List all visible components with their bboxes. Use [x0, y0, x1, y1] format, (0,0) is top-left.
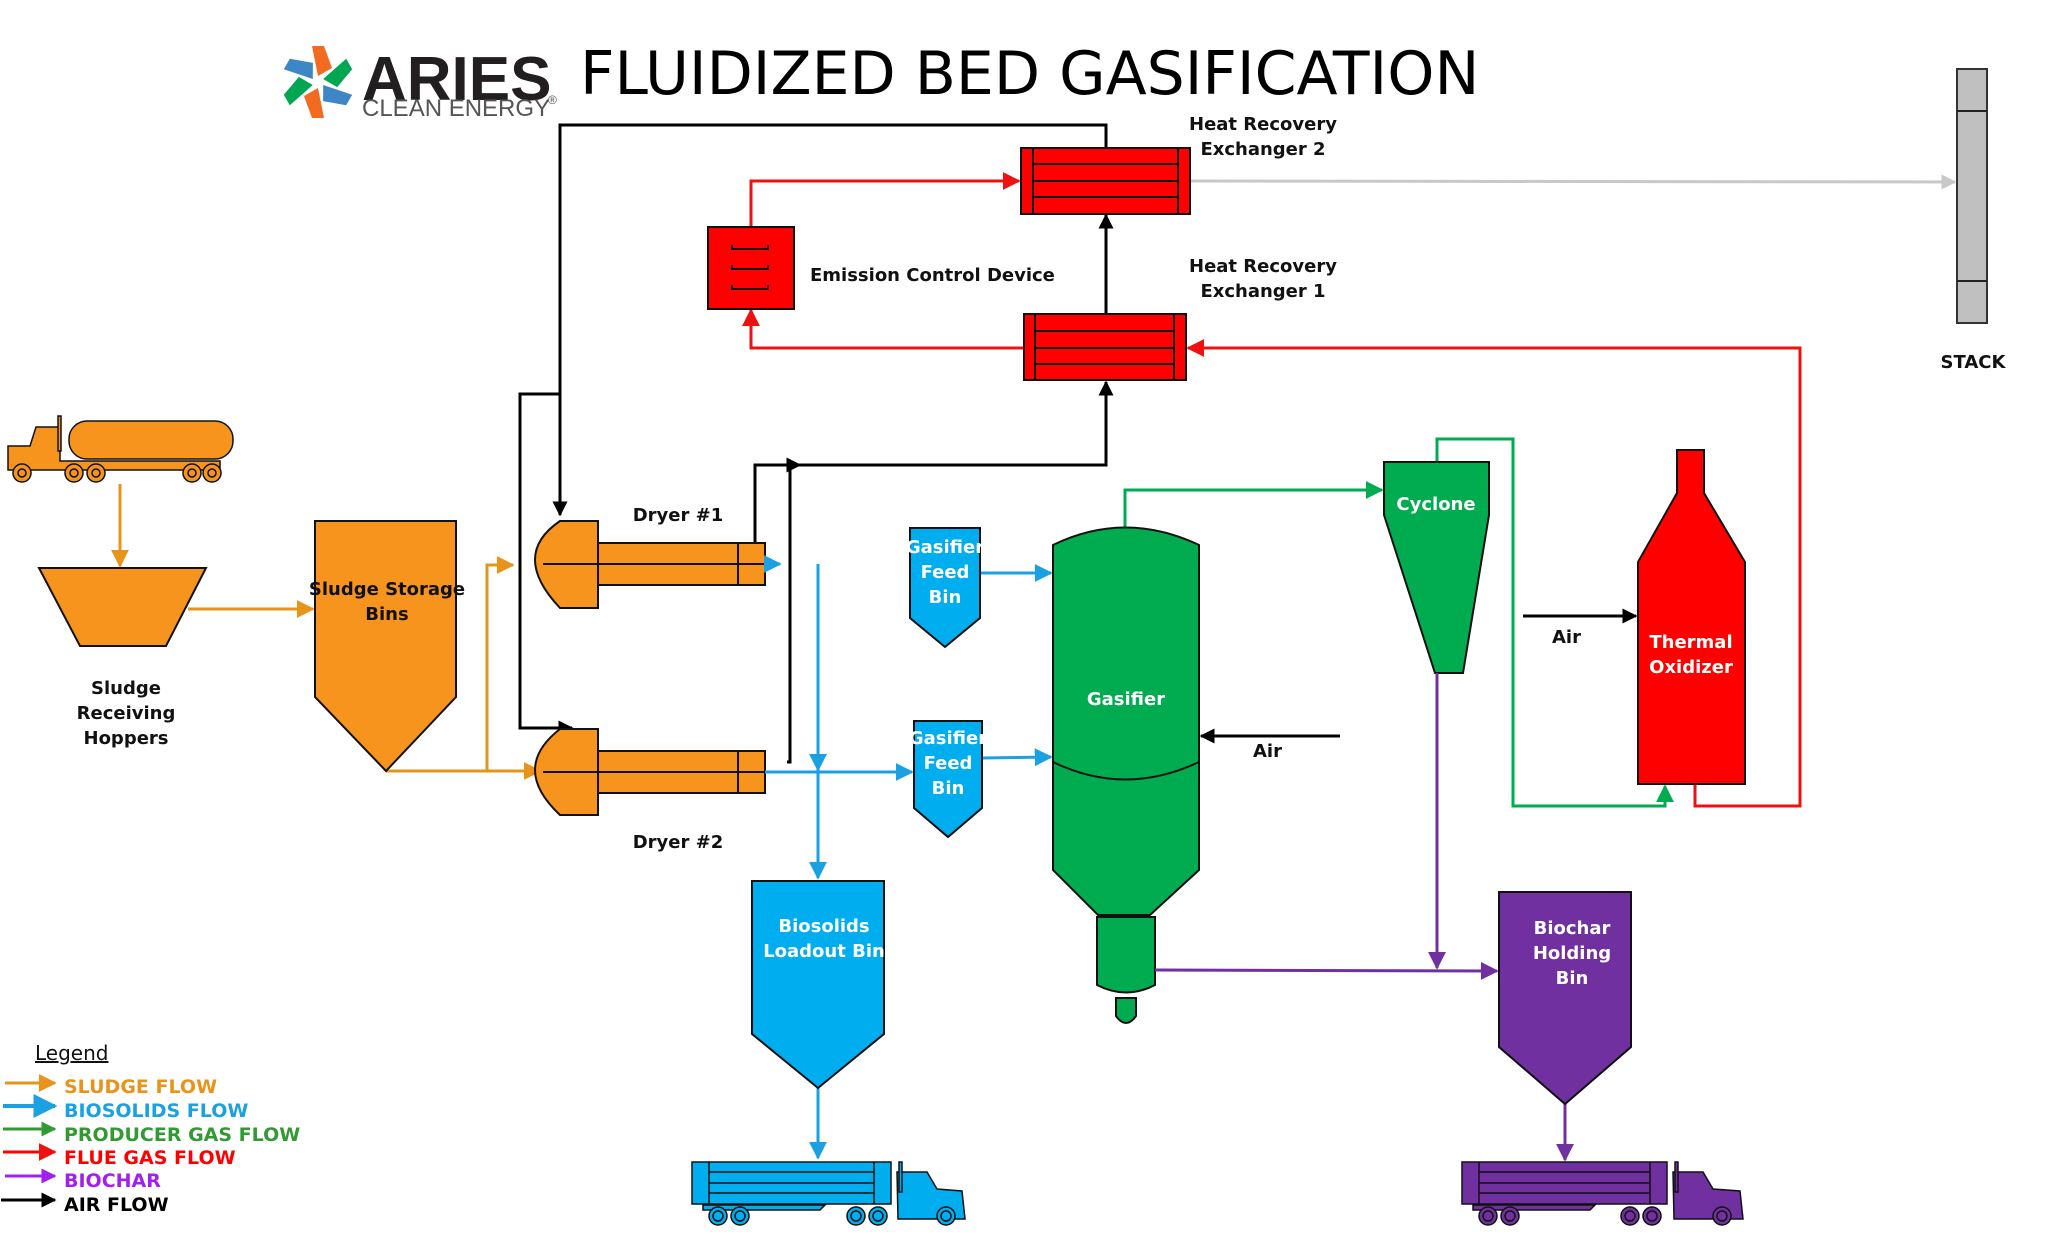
hrx1-label-line1: Heat Recovery: [1189, 256, 1337, 277]
stack-label: STACK: [1941, 352, 2007, 373]
biosolids-loadout-bin: [751, 880, 885, 1090]
cyclone-label: Cyclone: [1396, 494, 1475, 515]
biochar-truck-icon: [1461, 1161, 1744, 1226]
biosolids-truck-icon: [691, 1161, 966, 1226]
logo-registered-mark: ®: [548, 93, 557, 107]
loadout-bin-line1: Biosolids: [778, 916, 869, 937]
dryer-2: [534, 728, 766, 816]
legend-label: SLUDGE FLOW: [64, 1076, 217, 1098]
legend-item-biosolids: BIOSOLIDS FLOW: [3, 1094, 248, 1122]
hrx2-label-line2: Exchanger 2: [1200, 139, 1325, 160]
dryer-2-label: Dryer #2: [633, 832, 724, 853]
gasifier-label: Gasifier: [1087, 689, 1165, 710]
feed-bin-2-line3: Bin: [932, 778, 965, 799]
feed-bin-2-line2: Feed: [924, 753, 973, 774]
storage-label-line2: Bins: [365, 604, 408, 625]
sludge-storage-bins: [314, 520, 457, 773]
gasifier-feed-bin-1: [909, 527, 981, 649]
logo-wordmark: ARIES: [362, 45, 551, 114]
heat-recovery-exchanger-1: [1023, 313, 1187, 381]
hrx1-label-line2: Exchanger 1: [1200, 281, 1325, 302]
feed-bin-1-line2: Feed: [921, 562, 970, 583]
heat-recovery-exchanger-2: [1020, 147, 1191, 215]
legend-label: AIR FLOW: [64, 1194, 169, 1216]
feed-bin-1-line3: Bin: [929, 587, 962, 608]
feed-bin-2-line1: Gasifier: [909, 728, 987, 749]
sludge-flow-lines: [111, 484, 542, 780]
sludge-receiving-hopper: [37, 567, 208, 647]
producer-gas-flow-lines: [1123, 437, 1674, 808]
hopper-label-line2: Receiving: [77, 703, 176, 724]
hopper-label-line3: Hoppers: [84, 728, 169, 749]
exhaust-flow-line: [1189, 174, 1957, 190]
gasifier-air-label: Air: [1253, 741, 1282, 762]
tanker-truck-icon: [7, 415, 234, 483]
aries-logo: ARIES CLEAN ENERGY ®: [283, 45, 557, 122]
legend-label: BIOSOLIDS FLOW: [64, 1100, 248, 1122]
storage-label-line1: Sludge Storage: [309, 579, 465, 600]
emission-control-label: Emission Control Device: [810, 265, 1055, 286]
biochar-bin-line3: Bin: [1556, 968, 1589, 989]
legend-item-producer-gas: PRODUCER GAS FLOW: [3, 1121, 300, 1146]
aries-star-icon: [283, 46, 353, 118]
legend-item-flue-gas: FLUE GAS FLOW: [3, 1143, 236, 1169]
oxidizer-air-label: Air: [1552, 627, 1581, 648]
legend-item-sludge: SLUDGE FLOW: [5, 1074, 217, 1098]
biochar-flow-lines: [1154, 673, 1574, 1162]
air-flow-lines: [518, 123, 1638, 764]
biochar-bin-line1: Biochar: [1534, 918, 1611, 939]
stack: [1956, 68, 1988, 324]
legend-title: Legend: [35, 1041, 108, 1065]
cyclone: [1383, 461, 1490, 674]
biochar-bin-line2: Holding: [1533, 943, 1611, 964]
legend-item-biochar: BIOCHAR: [5, 1168, 161, 1192]
logo-subtitle: CLEAN ENERGY: [362, 95, 550, 122]
dryer-1-label: Dryer #1: [633, 505, 724, 526]
thermal-oxidizer: [1637, 449, 1746, 785]
hopper-label-line1: Sludge: [91, 678, 161, 699]
dryer-1: [534, 520, 766, 609]
page-title: FLUIDIZED BED GASIFICATION: [580, 39, 1479, 109]
gasifier: [1052, 526, 1200, 1024]
oxidizer-label-line1: Thermal: [1649, 632, 1732, 653]
emission-control-device: [707, 226, 795, 310]
feed-bin-1-line1: Gasifier: [906, 537, 984, 558]
gasifier-feed-bin-2: [913, 720, 983, 839]
legend-label: FLUE GAS FLOW: [64, 1147, 236, 1169]
hrx2-label-line1: Heat Recovery: [1189, 114, 1337, 135]
legend-item-air: AIR FLOW: [1, 1192, 169, 1216]
legend: Legend SLUDGE FLOW BIOSOLIDS FLOW PRODUC…: [1, 1041, 300, 1216]
flue-gas-flow-lines: [742, 172, 1802, 808]
legend-label: PRODUCER GAS FLOW: [64, 1124, 300, 1146]
biochar-holding-bin: [1498, 891, 1632, 1106]
legend-label: BIOCHAR: [64, 1170, 161, 1192]
oxidizer-label-line2: Oxidizer: [1649, 657, 1733, 678]
loadout-bin-line2: Loadout Bin: [763, 941, 885, 962]
biosolids-flow-lines: [763, 555, 1053, 1160]
